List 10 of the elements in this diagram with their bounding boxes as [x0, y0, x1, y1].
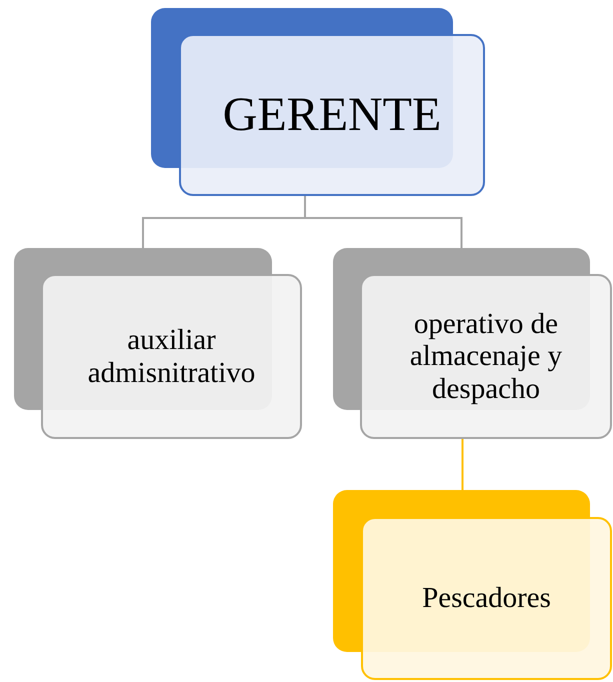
- org-box: [179, 34, 485, 196]
- org-box: [361, 517, 612, 680]
- box-title: Pescadores: [422, 582, 551, 615]
- org-box: [41, 274, 302, 439]
- org-box: [360, 274, 612, 439]
- box-title: operativo de almacenaje y despacho: [408, 308, 564, 406]
- connector-line: [304, 196, 462, 248]
- box-title: auxiliar admisnitrativo: [86, 324, 256, 389]
- connector-line: [462, 439, 464, 490]
- box-title: GERENTE: [222, 88, 442, 142]
